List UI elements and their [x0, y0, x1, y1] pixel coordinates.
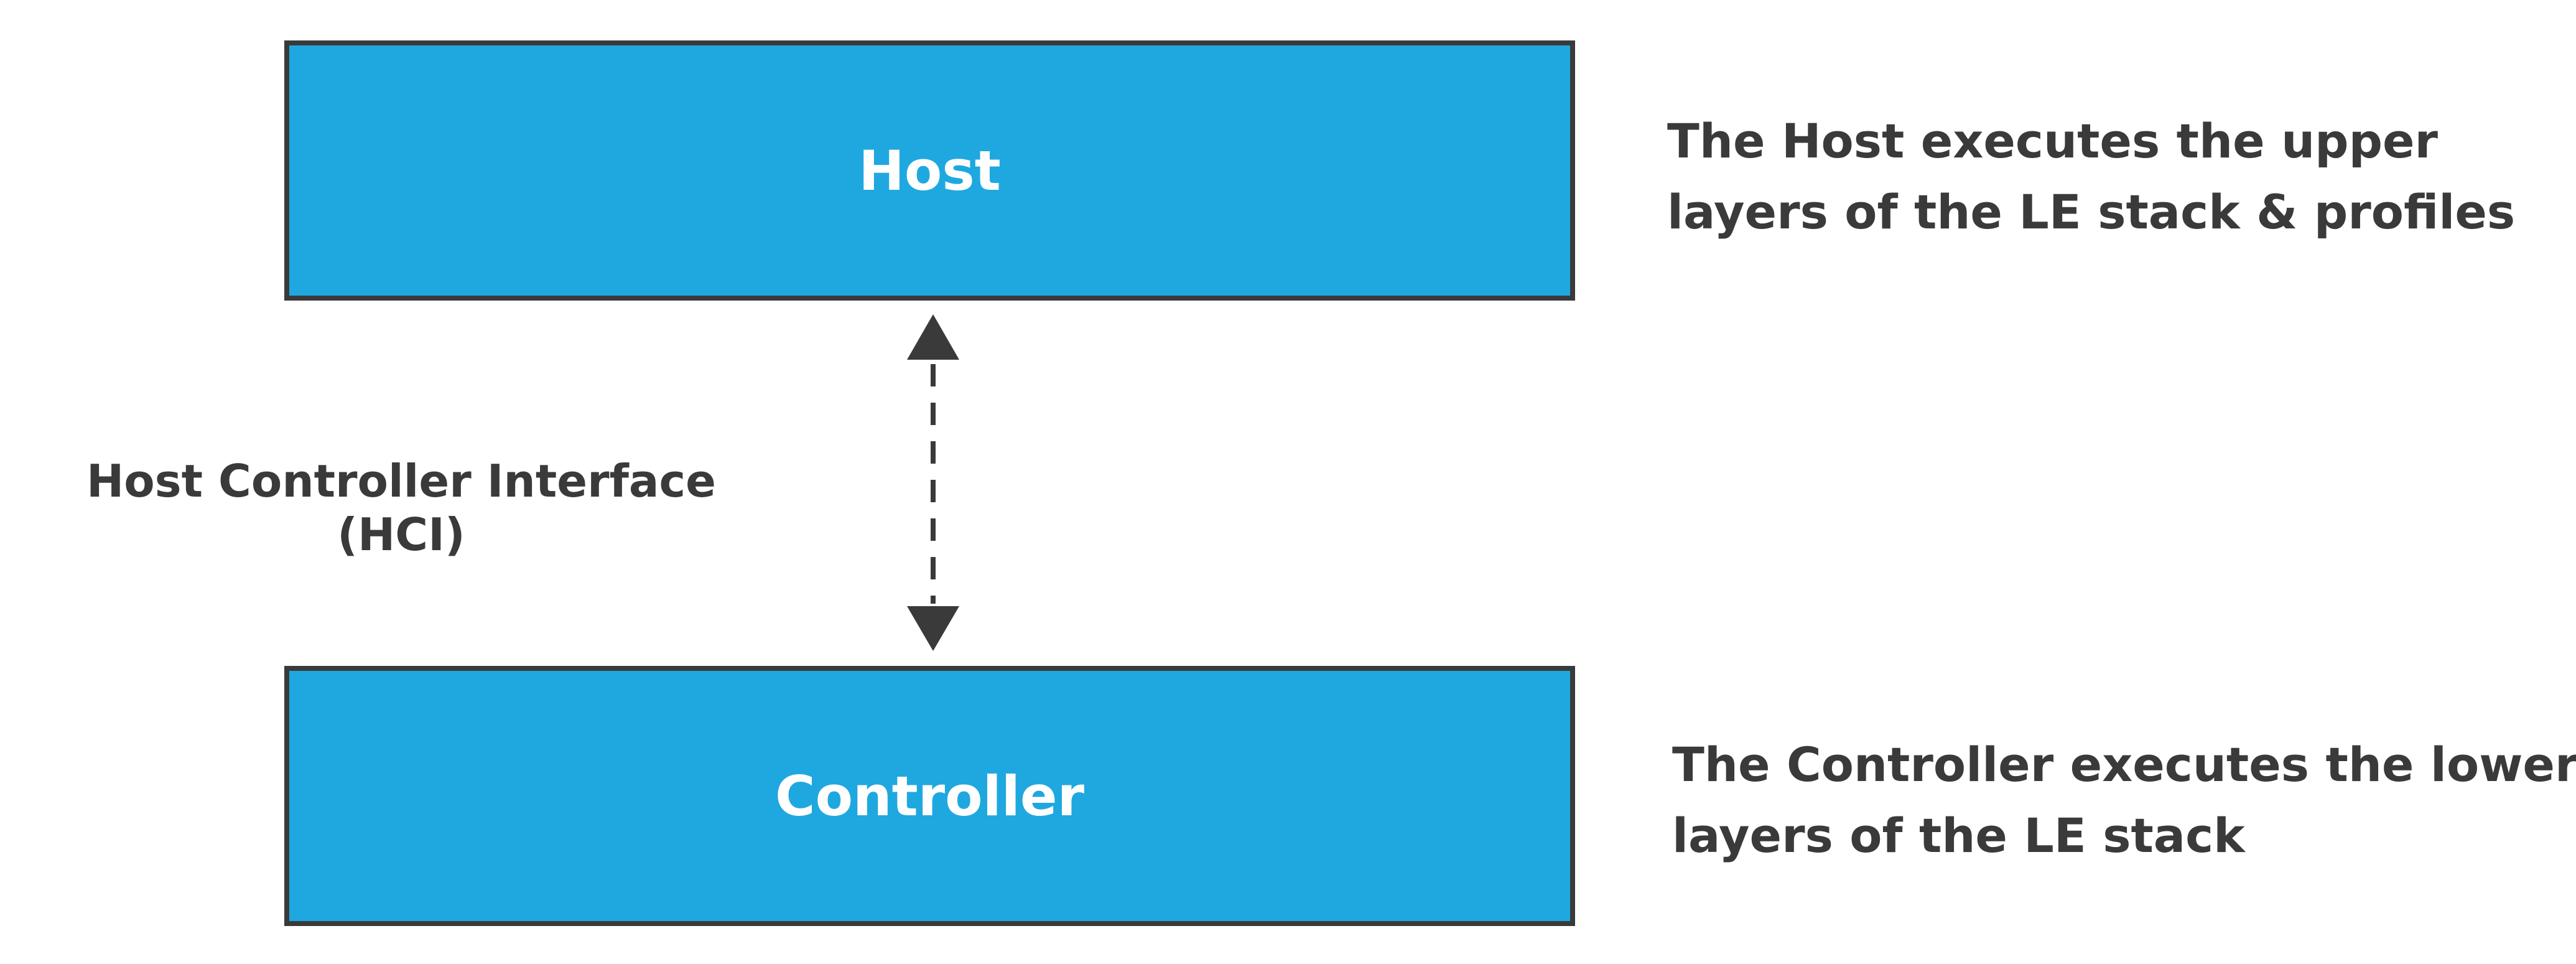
host-description-line-1: The Host executes the upper: [1667, 113, 2439, 169]
hci-label: Host Controller Interface (HCI): [56, 454, 746, 561]
host-description-line-2: layers of the LE stack & profiles: [1667, 184, 2516, 240]
host-description: The Host executes the upper layers of th…: [1667, 106, 2515, 248]
arrow-head-up: [907, 314, 959, 360]
controller-description-line-2: layers of the LE stack: [1672, 808, 2245, 863]
host-label: Host: [858, 138, 1001, 203]
host-box: Host: [284, 40, 1575, 301]
controller-description: The Controller executes the lower layers…: [1672, 729, 2576, 871]
hci-label-line-1: Host Controller Interface: [86, 455, 716, 507]
arrow-head-down: [907, 606, 959, 651]
hci-label-line-2: (HCI): [337, 508, 465, 561]
controller-box: Controller: [284, 666, 1575, 926]
controller-label: Controller: [774, 764, 1085, 828]
hci-bidirectional-arrow: [907, 314, 959, 651]
controller-description-line-1: The Controller executes the lower: [1672, 737, 2576, 792]
